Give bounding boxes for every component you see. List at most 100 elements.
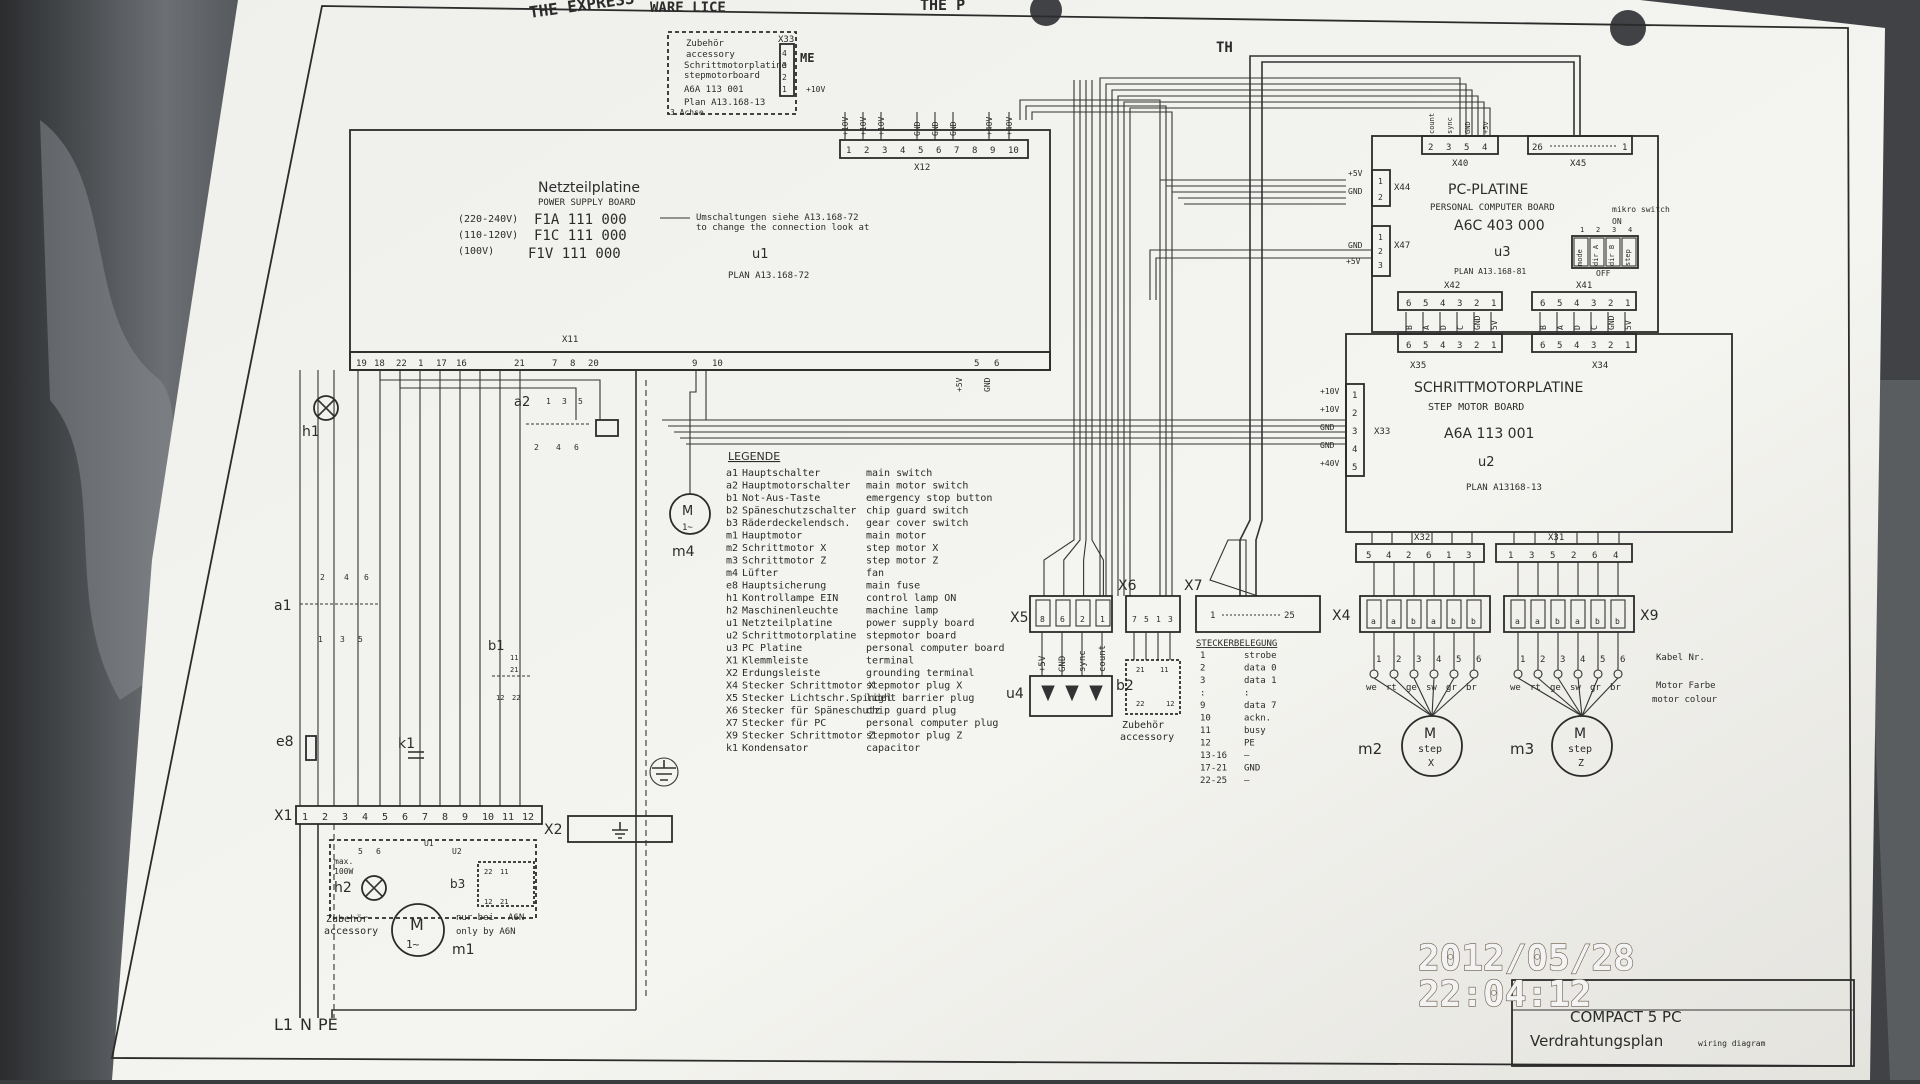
diagram-line [1537, 677, 1583, 717]
wire-colour: sw [1570, 683, 1581, 693]
fan-m4-label: m4 [672, 544, 695, 560]
pin-label: 5 [1144, 615, 1149, 624]
signal-label: B [1539, 325, 1548, 330]
legend-english: main motor [866, 531, 926, 542]
cable-number-label: Kabel Nr. [1656, 653, 1705, 663]
pin-label: 9 [990, 146, 995, 156]
pin-signal: PE [1244, 739, 1255, 749]
svg-text:GND: GND [1348, 187, 1363, 196]
legend-ref: m3 [726, 556, 738, 567]
svg-text:3: 3 [782, 61, 787, 70]
legend-english: step motor X [866, 543, 938, 554]
pin-label: 4 [900, 146, 905, 156]
pin-label: 2 [1406, 551, 1411, 561]
pin-label: 10 [482, 812, 494, 823]
legend-english: capacitor [866, 743, 920, 754]
svg-text:100W: 100W [334, 867, 353, 876]
cable-number: 5 [1456, 655, 1461, 665]
signal-label: C [1456, 325, 1465, 330]
pin-label: 1 [1491, 341, 1496, 351]
pin-label: 16 [456, 359, 467, 369]
pin-letter: a [1535, 617, 1540, 626]
pin-label: 3 [1591, 299, 1596, 309]
signal-label: sync [1078, 650, 1088, 672]
pin-signal: data 0 [1244, 664, 1277, 674]
diagram-line [1025, 105, 1167, 596]
pin-label: 8 [570, 359, 575, 369]
svg-text:L1: L1 [274, 1015, 293, 1034]
legend-german: Hauptschalter [742, 468, 820, 479]
pin-label: 10 [1008, 146, 1019, 156]
svg-text:12: 12 [496, 694, 504, 702]
svg-text:X40: X40 [1452, 159, 1468, 169]
pin-socket [1035, 599, 1051, 627]
pin-number: 12 [1200, 739, 1211, 749]
pin-letter: b [1471, 617, 1476, 626]
svg-text:F1A 111 000: F1A 111 000 [534, 212, 627, 228]
svg-text:X7: X7 [1184, 578, 1203, 594]
cable-number: 3 [1560, 655, 1565, 665]
legend-german: Klemmleiste [742, 656, 808, 667]
title-block: COMPACT 5 PC Verdrahtungsplan wiring dia… [1511, 979, 1855, 1067]
pin-signal: GND [1244, 764, 1260, 774]
svg-text:M: M [1424, 726, 1436, 742]
cable-number: 4 [1436, 655, 1441, 665]
pin-letter: a [1575, 617, 1580, 626]
legend-ref: u3 [726, 643, 738, 654]
pin-label: 3 [342, 812, 348, 823]
legend-english: stepmotor plug Z [866, 731, 962, 742]
capacitor-k1-label: k1 [398, 736, 415, 752]
dip-switch [1589, 237, 1605, 267]
svg-text:11: 11 [1160, 666, 1168, 674]
svg-text:X6: X6 [1118, 578, 1137, 594]
pin-socket [1590, 599, 1606, 629]
pin-signal: — [1244, 776, 1250, 786]
svg-text:X9: X9 [1640, 608, 1659, 624]
switch-a2-label: a2 [514, 395, 530, 410]
pin-label: 8 [1040, 615, 1045, 624]
pin-socket [1075, 599, 1091, 627]
svg-text:6: 6 [364, 573, 369, 582]
svg-text:X: X [1428, 758, 1434, 769]
diagram-line [1581, 677, 1599, 717]
pin-number: 1 [1200, 651, 1205, 661]
svg-text:POWER SUPPLY BOARD: POWER SUPPLY BOARD [538, 198, 636, 208]
svg-text:11: 11 [510, 654, 518, 662]
svg-text:(110-120V): (110-120V) [458, 230, 518, 241]
pin-letter: b [1555, 617, 1560, 626]
diagram-line [1431, 677, 1475, 717]
dip-switch [1605, 237, 1621, 267]
pin-number: 13-16 [1200, 751, 1227, 761]
diagram-line [1239, 55, 1581, 596]
signal-label: GND [1320, 441, 1335, 450]
diagram-line [1031, 111, 1173, 596]
pin-label: 6 [994, 359, 999, 369]
pin-label: 5 [974, 359, 979, 369]
cable-number: 5 [1600, 655, 1605, 665]
pin-label: 5 [1557, 341, 1562, 351]
svg-text:2: 2 [534, 443, 539, 452]
pin-label: 1 [1625, 299, 1630, 309]
diagram-line [1105, 83, 1467, 596]
signal-label: +10V [1320, 387, 1339, 396]
svg-text:ON: ON [1612, 217, 1622, 226]
svg-text:21: 21 [1136, 666, 1144, 674]
pin-label: 5 [382, 812, 388, 823]
pin-signal: strobe [1244, 651, 1277, 661]
svg-text:22: 22 [512, 694, 520, 702]
bottom-accessory-unit: h2 max. 100W Zubehör accessory M 1~ m1 b… [324, 839, 537, 958]
svg-text:Umschaltungen siehe A13.168-72: Umschaltungen siehe A13.168-72 [696, 213, 859, 223]
punch-hole [1610, 10, 1646, 46]
pin-label: 1 [1508, 551, 1513, 561]
svg-text:4: 4 [556, 443, 561, 452]
pin-label: 4 [1386, 551, 1391, 561]
pin-label: 4 [1352, 445, 1357, 455]
legend-ref: k1 [726, 743, 738, 754]
diagram-line [1431, 677, 1435, 717]
legend-english: main fuse [866, 581, 920, 592]
svg-text:nur bei: nur bei [456, 913, 494, 923]
legend-english: chip guard plug [866, 706, 956, 717]
